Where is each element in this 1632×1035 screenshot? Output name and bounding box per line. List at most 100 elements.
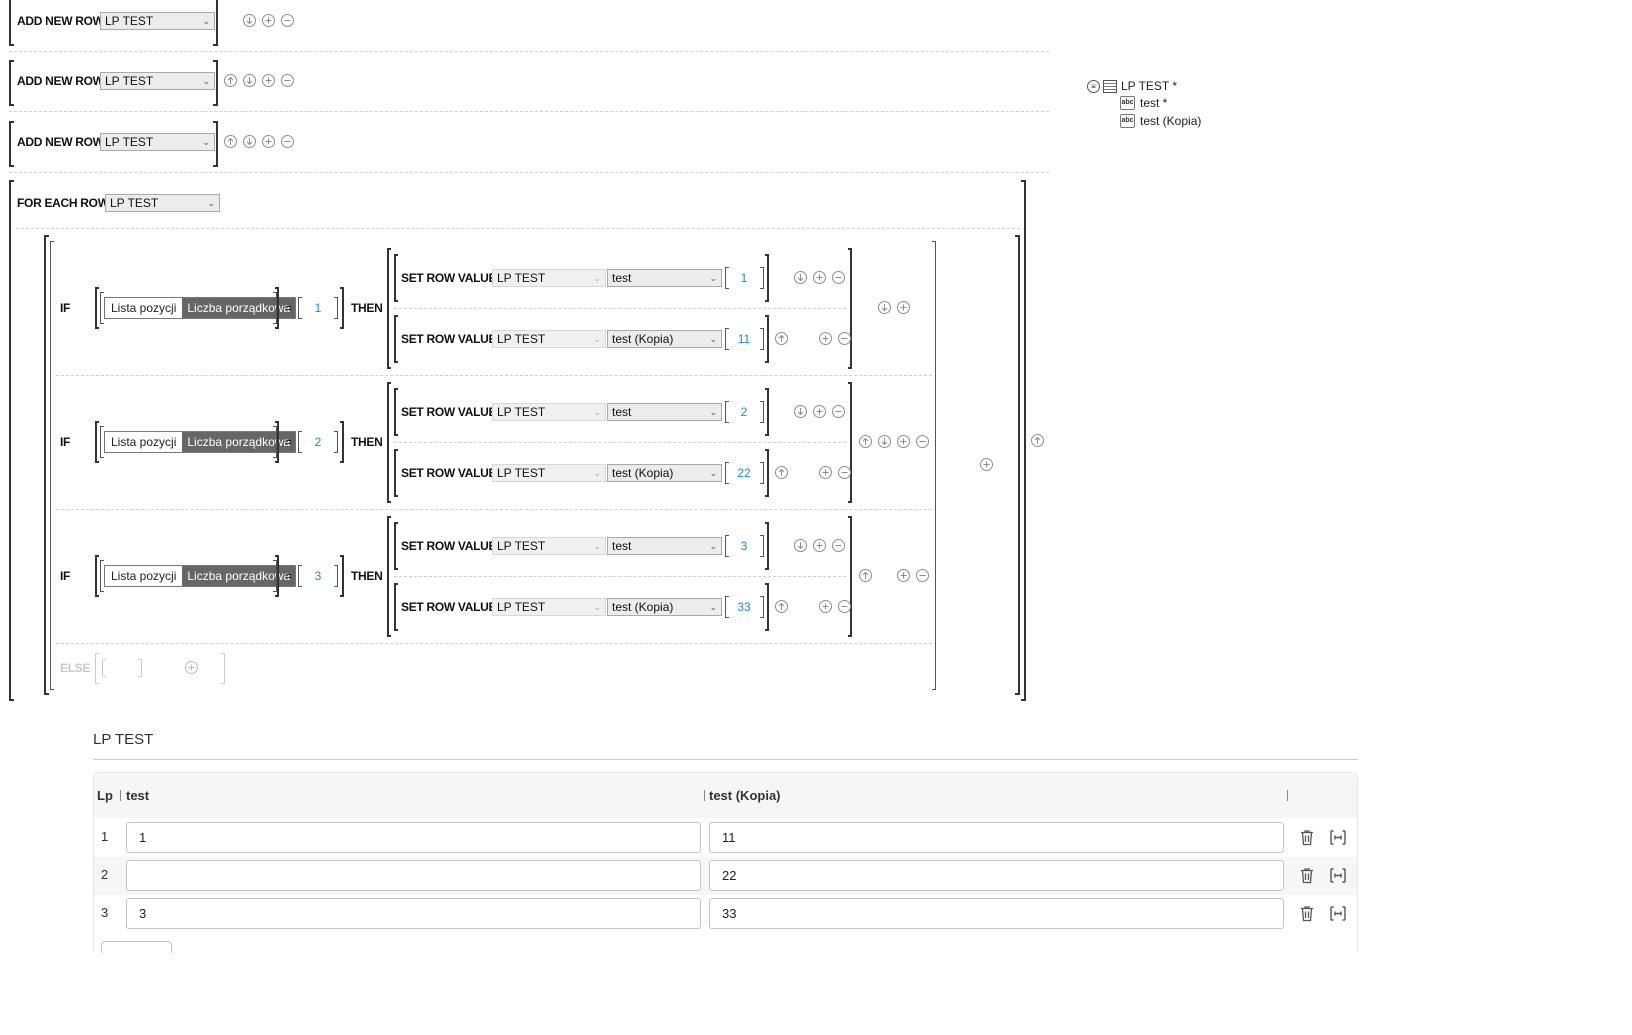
action-table-select[interactable]: LP TEST⌄ bbox=[492, 330, 606, 348]
action-column-select[interactable]: test (Kopia)⌄ bbox=[607, 464, 722, 482]
if-keyword: IF bbox=[60, 301, 71, 315]
arrow-up-icon[interactable] bbox=[1031, 434, 1044, 447]
plus-icon[interactable] bbox=[819, 600, 832, 613]
value-bracket-left bbox=[298, 565, 302, 587]
plus-icon[interactable] bbox=[897, 435, 910, 448]
for-each-table-select[interactable]: LP TEST ⌄ bbox=[105, 194, 220, 212]
plus-icon[interactable] bbox=[813, 539, 826, 552]
equals-operator: = bbox=[285, 435, 293, 449]
column-resizer[interactable] bbox=[704, 790, 705, 801]
plus-icon[interactable] bbox=[819, 466, 832, 479]
plus-icon[interactable] bbox=[980, 458, 993, 471]
arrow-up-icon[interactable] bbox=[775, 600, 788, 613]
minus-icon[interactable] bbox=[281, 14, 294, 27]
arrow-down-icon[interactable] bbox=[794, 271, 807, 284]
test-kopia-input[interactable]: 22 bbox=[709, 860, 1284, 891]
test-input[interactable]: 3 bbox=[126, 898, 701, 929]
add-row-table-select[interactable]: LP TEST⌄ bbox=[100, 133, 215, 151]
add-row-bracket-right bbox=[213, 0, 218, 46]
action-value[interactable]: 11 bbox=[737, 332, 751, 346]
action-column-select[interactable]: test⌄ bbox=[607, 269, 722, 287]
test-input[interactable]: 1 bbox=[126, 822, 701, 853]
collapse-icon[interactable]: ≡ bbox=[1087, 79, 1100, 93]
add-row-button[interactable] bbox=[101, 941, 172, 953]
action-column-select[interactable]: test (Kopia)⌄ bbox=[607, 330, 722, 348]
action-value[interactable]: 22 bbox=[737, 466, 751, 480]
action-column-select[interactable]: test⌄ bbox=[607, 403, 722, 421]
action-table-select[interactable]: LP TEST⌄ bbox=[492, 537, 606, 555]
minus-icon[interactable] bbox=[832, 405, 845, 418]
tree-item[interactable]: abc test (Kopia) bbox=[1120, 114, 1201, 128]
trash-icon[interactable] bbox=[1299, 905, 1315, 922]
column-resizer[interactable] bbox=[120, 790, 121, 801]
arrow-up-icon[interactable] bbox=[224, 135, 237, 148]
action-column-value: test (Kopia) bbox=[612, 332, 674, 346]
plus-icon[interactable] bbox=[185, 661, 198, 674]
plus-icon[interactable] bbox=[897, 301, 910, 314]
condition-value[interactable]: 2 bbox=[314, 435, 322, 449]
arrow-up-icon[interactable] bbox=[859, 569, 872, 582]
arrow-down-icon[interactable] bbox=[243, 135, 256, 148]
arrow-down-icon[interactable] bbox=[794, 539, 807, 552]
plus-icon[interactable] bbox=[262, 135, 275, 148]
plus-icon[interactable] bbox=[262, 74, 275, 87]
tree-root[interactable]: ≡ LP TEST * bbox=[1087, 79, 1177, 93]
arrow-down-icon[interactable] bbox=[878, 435, 891, 448]
tree-item[interactable]: abc test * bbox=[1120, 96, 1167, 110]
trash-icon[interactable] bbox=[1299, 867, 1315, 884]
minus-icon[interactable] bbox=[281, 135, 294, 148]
split-row-icon[interactable] bbox=[1329, 867, 1347, 884]
trash-icon[interactable] bbox=[1299, 829, 1315, 846]
action-table-select[interactable]: LP TEST⌄ bbox=[492, 598, 606, 616]
minus-icon[interactable] bbox=[916, 569, 929, 582]
minus-icon[interactable] bbox=[832, 539, 845, 552]
plus-icon[interactable] bbox=[813, 271, 826, 284]
action-table-select[interactable]: LP TEST⌄ bbox=[492, 403, 606, 421]
plus-icon[interactable] bbox=[897, 569, 910, 582]
text-field-icon: abc bbox=[1120, 96, 1135, 110]
action-value[interactable]: 1 bbox=[740, 271, 748, 285]
action-value-bracket-right bbox=[760, 535, 764, 557]
plus-icon[interactable] bbox=[813, 405, 826, 418]
add-row-table-select[interactable]: LP TEST⌄ bbox=[100, 12, 215, 30]
action-column-select[interactable]: test (Kopia)⌄ bbox=[607, 598, 722, 616]
add-row-bracket-left bbox=[9, 121, 14, 167]
test-kopia-input[interactable]: 33 bbox=[709, 898, 1284, 929]
arrow-down-icon[interactable] bbox=[243, 74, 256, 87]
action-value[interactable]: 3 bbox=[740, 539, 748, 553]
minus-icon[interactable] bbox=[832, 271, 845, 284]
field-bracket-right bbox=[273, 426, 277, 458]
action-value[interactable]: 2 bbox=[740, 405, 748, 419]
split-row-icon[interactable] bbox=[1329, 905, 1347, 922]
add-row-bracket-right bbox=[213, 60, 218, 106]
plus-icon[interactable] bbox=[262, 14, 275, 27]
arrow-down-icon[interactable] bbox=[794, 405, 807, 418]
arrow-up-icon[interactable] bbox=[224, 74, 237, 87]
action-column-select[interactable]: test⌄ bbox=[607, 537, 722, 555]
minus-icon[interactable] bbox=[838, 466, 851, 479]
action-table-select[interactable]: LP TEST⌄ bbox=[492, 269, 606, 287]
condition-value[interactable]: 1 bbox=[314, 301, 322, 315]
minus-icon[interactable] bbox=[838, 600, 851, 613]
action-value[interactable]: 33 bbox=[737, 600, 751, 614]
divider bbox=[9, 111, 1049, 112]
action-table-select[interactable]: LP TEST⌄ bbox=[492, 464, 606, 482]
plus-icon[interactable] bbox=[819, 332, 832, 345]
column-resizer[interactable] bbox=[1287, 790, 1288, 801]
arrow-up-icon[interactable] bbox=[775, 466, 788, 479]
minus-icon[interactable] bbox=[916, 435, 929, 448]
add-row-table-select[interactable]: LP TEST⌄ bbox=[100, 72, 215, 90]
minus-icon[interactable] bbox=[281, 74, 294, 87]
condition-value[interactable]: 3 bbox=[314, 569, 322, 583]
minus-icon[interactable] bbox=[838, 332, 851, 345]
split-row-icon[interactable] bbox=[1329, 829, 1347, 846]
arrow-down-icon[interactable] bbox=[243, 14, 256, 27]
test-kopia-input[interactable]: 11 bbox=[709, 822, 1284, 853]
arrow-up-icon[interactable] bbox=[859, 435, 872, 448]
test-input[interactable] bbox=[126, 860, 701, 891]
arrow-up-icon[interactable] bbox=[775, 332, 788, 345]
arrow-down-icon[interactable] bbox=[878, 301, 891, 314]
